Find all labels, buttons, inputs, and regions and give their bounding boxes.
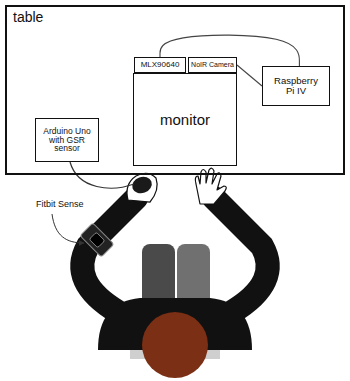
node-label: MLX90640: [141, 61, 180, 69]
sensor-box: MLX90640: [134, 57, 186, 73]
node-label: Arduino Uno with GSR sensor: [40, 127, 94, 154]
node-label: table: [13, 10, 43, 25]
device-label: Fitbit Sense: [36, 199, 84, 209]
node-label: Raspberry Pi IV: [272, 76, 320, 96]
arduino-box: Arduino Uno with GSR sensor: [35, 118, 99, 162]
chair-arm: [142, 244, 175, 306]
callout-arrow: [52, 214, 84, 243]
left-hand: [127, 173, 157, 202]
watch: [80, 223, 114, 257]
node-label: NoIR Camera: [191, 61, 234, 68]
chair-arm: [177, 244, 210, 306]
cable-connector: [237, 65, 262, 86]
sensor-wire: [70, 162, 134, 188]
left-arm: [82, 198, 136, 312]
right-arm: [214, 198, 268, 312]
head: [142, 312, 208, 378]
monitor-box: monitor: [133, 73, 237, 166]
node-label: monitor: [160, 112, 210, 128]
table-area: tableMLX90640 NoIR CameraRaspberry Pi IV m…: [5, 5, 345, 175]
cable-connector: [160, 35, 299, 66]
gsr-sensor: [130, 174, 154, 196]
camera-box: NoIR Camera: [188, 57, 237, 73]
computer-box: Raspberry Pi IV: [262, 66, 330, 106]
